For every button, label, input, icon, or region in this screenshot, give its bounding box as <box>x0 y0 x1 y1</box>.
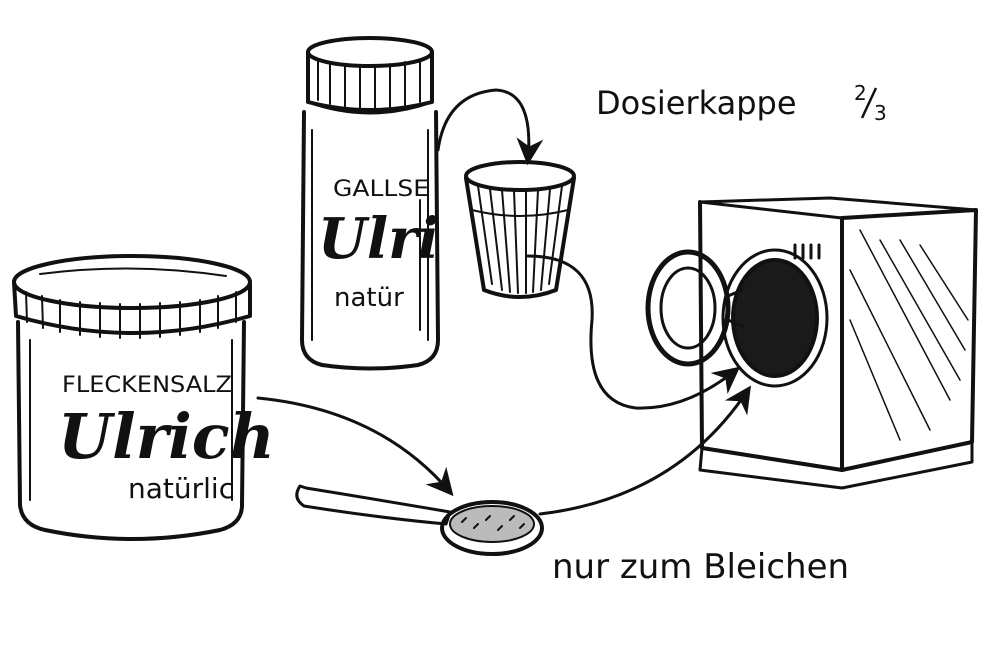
bottle-product-subtitle: natür <box>334 283 404 313</box>
jar-product-name: FLECKENSALZ <box>62 373 232 398</box>
washing-machine <box>648 198 976 488</box>
fleckensalz-jar: FLECKENSALZ Ulrich natürlic <box>14 256 275 539</box>
bottle-product-name: GALLSE <box>333 177 429 202</box>
dosing-cup <box>466 162 574 297</box>
measuring-spoon <box>297 486 542 554</box>
dosing-fraction-numerator: 2 <box>854 81 867 105</box>
gallseife-bottle: GALLSE Ulri natür <box>302 38 439 369</box>
drum-opening <box>733 260 817 376</box>
jar-brand-logo: Ulrich <box>58 400 275 473</box>
arrow-bottle-to-cup <box>438 90 529 160</box>
jar-product-subtitle: natürlic <box>128 472 234 505</box>
dosing-cap-caption: Dosierkappe <box>596 84 797 122</box>
bleach-only-caption: nur zum Bleichen <box>552 547 849 587</box>
bottle-brand-logo: Ulri <box>318 206 439 272</box>
arrow-jar-to-spoon <box>258 398 450 492</box>
dosing-fraction-denominator: 3 <box>874 101 887 125</box>
